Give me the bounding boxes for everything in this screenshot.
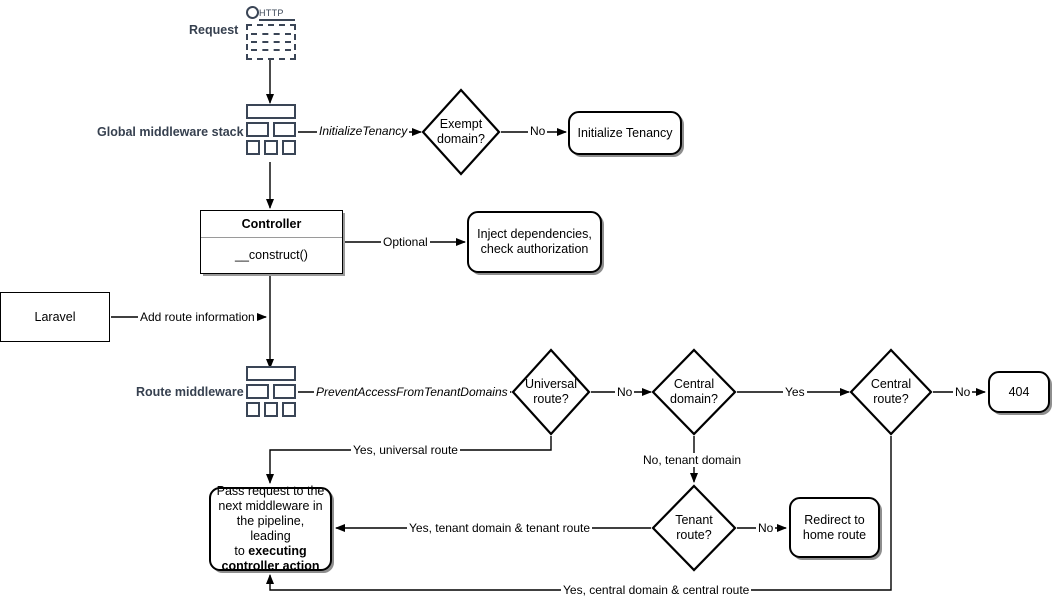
stack-bar-bottom-3: [282, 140, 296, 155]
node-laravel-label: Laravel: [34, 309, 76, 324]
node-redirect-home-route[interactable]: Redirect to home route: [789, 497, 880, 558]
stack-bar-mid-right: [273, 122, 296, 137]
pass-request-line-3: the pipeline, leading: [236, 514, 305, 543]
decision-universal-route-label: Universal route?: [524, 377, 578, 406]
stack-bar-bottom-1: [246, 140, 260, 155]
edge-label-central-domain-yes: Yes: [783, 385, 807, 399]
edge-label-exempt-no: No: [528, 124, 548, 138]
diamond-shape: [651, 348, 737, 436]
pass-request-line-4: to executing: [234, 544, 306, 559]
http-circle-icon: [246, 6, 259, 19]
pass-request-line-2: next middleware in: [218, 499, 323, 513]
decision-central-domain[interactable]: Central domain?: [651, 348, 737, 436]
diamond-shape: [511, 348, 591, 436]
decision-central-route[interactable]: Central route?: [849, 348, 933, 436]
stack-bar-mid-right: [273, 384, 296, 399]
stack-bar-bottom-1: [246, 402, 260, 417]
middleware-stack-icon-route: [246, 366, 296, 418]
pass-request-line-1: Pass request to the: [216, 484, 325, 498]
edge-label-prevent-access-from-tenant-domains: PreventAccessFromTenantDomains: [314, 385, 510, 399]
pass-request-line-4-prefix: to: [234, 544, 249, 558]
pass-request-line-5: controller action: [221, 559, 320, 573]
node-redirect-home-route-label: Redirect to home route: [802, 512, 867, 542]
pass-request-line-4-bold: executing: [248, 544, 307, 558]
decision-exempt-domain[interactable]: Exempt domain?: [421, 88, 501, 176]
stack-bar-top: [246, 104, 296, 119]
diamond-shape: [849, 348, 933, 436]
diamond-shape: [421, 88, 501, 176]
edge-label-tenant-route-no: No: [756, 521, 776, 535]
node-initialize-tenancy-label: Initialize Tenancy: [577, 125, 673, 140]
node-inject-dependencies[interactable]: Inject dependencies, check authorization: [467, 211, 602, 273]
global-middleware-stack-label: Global middleware stack: [97, 125, 244, 139]
edge-label-yes-central-domain-central-route: Yes, central domain & central route: [561, 583, 752, 597]
edge-label-initialize-tenancy-middleware: InitializeTenancy: [317, 124, 410, 138]
decision-central-domain-label: Central domain?: [670, 377, 718, 406]
edge-label-add-route-information: Add route information: [138, 310, 257, 324]
decision-exempt-domain-label: Exempt domain?: [437, 117, 485, 146]
middleware-stack-icon-global: [246, 104, 296, 156]
http-body-line-3: [251, 49, 291, 51]
node-404-label: 404: [1008, 384, 1030, 399]
edge-label-central-route-no: No: [953, 385, 973, 399]
edge-label-yes-tenant-domain-tenant-route: Yes, tenant domain & tenant route: [407, 521, 593, 535]
decision-universal-route[interactable]: Universal route?: [511, 348, 591, 436]
decision-central-route-label: Central route?: [870, 377, 912, 406]
stack-bar-bottom-2: [264, 140, 278, 155]
decision-tenant-route-label: Tenant route?: [675, 513, 713, 542]
http-protocol-label: HTTP: [259, 8, 295, 21]
edge-label-universal-no: No: [615, 385, 635, 399]
node-404[interactable]: 404: [988, 371, 1050, 413]
stack-bar-top: [246, 366, 296, 381]
request-label: Request: [189, 23, 239, 37]
node-pass-request[interactable]: Pass request to the next middleware in t…: [209, 484, 332, 573]
stack-bar-mid-left: [246, 122, 269, 137]
http-request-icon: HTTP: [246, 4, 296, 60]
controller-method: __construct(): [235, 248, 308, 262]
node-controller[interactable]: Controller __construct(): [200, 210, 343, 274]
diamond-shape: [651, 484, 737, 572]
node-initialize-tenancy[interactable]: Initialize Tenancy: [568, 111, 682, 155]
node-inject-dependencies-label: Inject dependencies, check authorization: [477, 227, 592, 256]
route-middleware-label: Route middleware: [136, 385, 244, 399]
http-body-line-2: [251, 41, 291, 43]
stack-bar-bottom-3: [282, 402, 296, 417]
stack-bar-bottom-2: [264, 402, 278, 417]
controller-title: Controller: [201, 211, 342, 238]
http-body-line-1: [251, 33, 291, 35]
edge-label-optional: Optional: [381, 235, 430, 249]
decision-tenant-route[interactable]: Tenant route?: [651, 484, 737, 572]
edge-label-no-tenant-domain: No, tenant domain: [641, 453, 744, 467]
node-laravel[interactable]: Laravel: [0, 292, 110, 342]
stack-bar-mid-left: [246, 384, 269, 399]
edge-label-yes-universal-route: Yes, universal route: [351, 443, 460, 457]
